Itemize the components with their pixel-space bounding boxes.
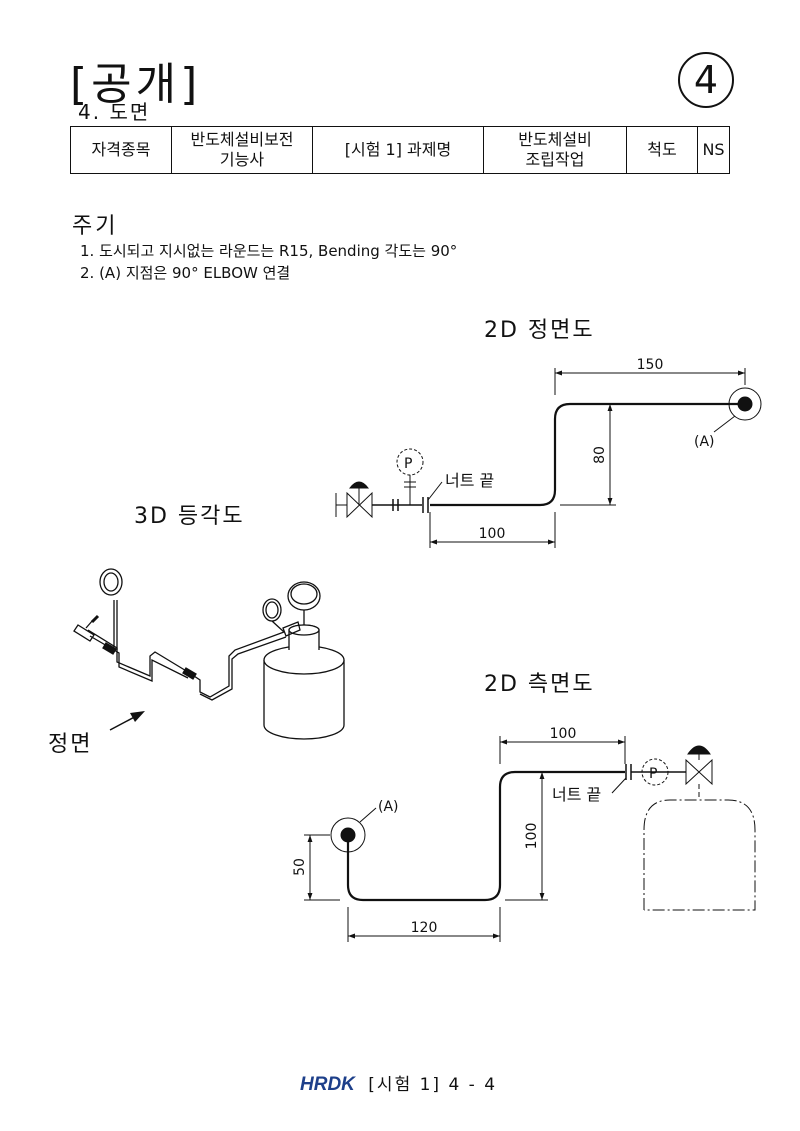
front-arrow-head xyxy=(130,711,145,722)
side-point-a-circle xyxy=(330,817,366,853)
iso-view-title: 3D 등각도 xyxy=(134,504,245,529)
front-direction-label: 정면 xyxy=(48,732,93,757)
point-a-dot xyxy=(737,396,753,412)
front-point-label: (A) xyxy=(694,434,715,450)
side-gauge-label: P xyxy=(649,766,657,782)
cell-field-label: 자격종목 xyxy=(70,126,172,174)
front-dim-bottom: 100 xyxy=(479,526,506,542)
front-dim-top: 150 xyxy=(637,357,664,373)
side-dim-top: 100 xyxy=(550,726,577,742)
front-nut-label: 너트 끝 xyxy=(445,471,494,490)
cell-scale-label: 척도 xyxy=(626,126,698,174)
note-item: 1. 도시되고 지시없는 라운드는 R15, Bending 각도는 90° xyxy=(80,242,458,260)
side-dim-bottom: 120 xyxy=(411,920,438,936)
notes-heading: 주기 xyxy=(72,214,119,239)
sheet-number-badge: 4 xyxy=(678,52,734,108)
side-point-a-dot xyxy=(340,827,356,843)
note-item: 2. (A) 지점은 90° ELBOW 연결 xyxy=(80,264,291,282)
front-dim-vertical: 80 xyxy=(592,446,608,464)
side-point-label: (A) xyxy=(378,799,399,815)
hrdk-logo: HRDK xyxy=(300,1074,355,1095)
side-dim-vertical-left: 50 xyxy=(292,858,308,876)
footer-page-label: [시험 1] 4 - 4 xyxy=(368,1075,498,1095)
footer: HRDK [시험 1] 4 - 4 xyxy=(300,1070,497,1096)
side-view-drawing xyxy=(304,736,756,942)
section-title: 4. 도면 xyxy=(78,100,151,124)
side-view-title: 2D 측면도 xyxy=(484,672,595,697)
page-title: [공개] xyxy=(70,59,202,110)
front-view-drawing xyxy=(335,368,762,548)
front-gauge-label: P xyxy=(404,456,412,472)
cell-scale-value: NS xyxy=(697,126,730,174)
front-view-title: 2D 정면도 xyxy=(484,318,595,343)
iso-view-drawing xyxy=(73,568,345,740)
side-dim-vertical-right: 100 xyxy=(524,823,540,850)
side-nut-label: 너트 끝 xyxy=(552,785,601,804)
point-a-circle xyxy=(728,387,762,421)
